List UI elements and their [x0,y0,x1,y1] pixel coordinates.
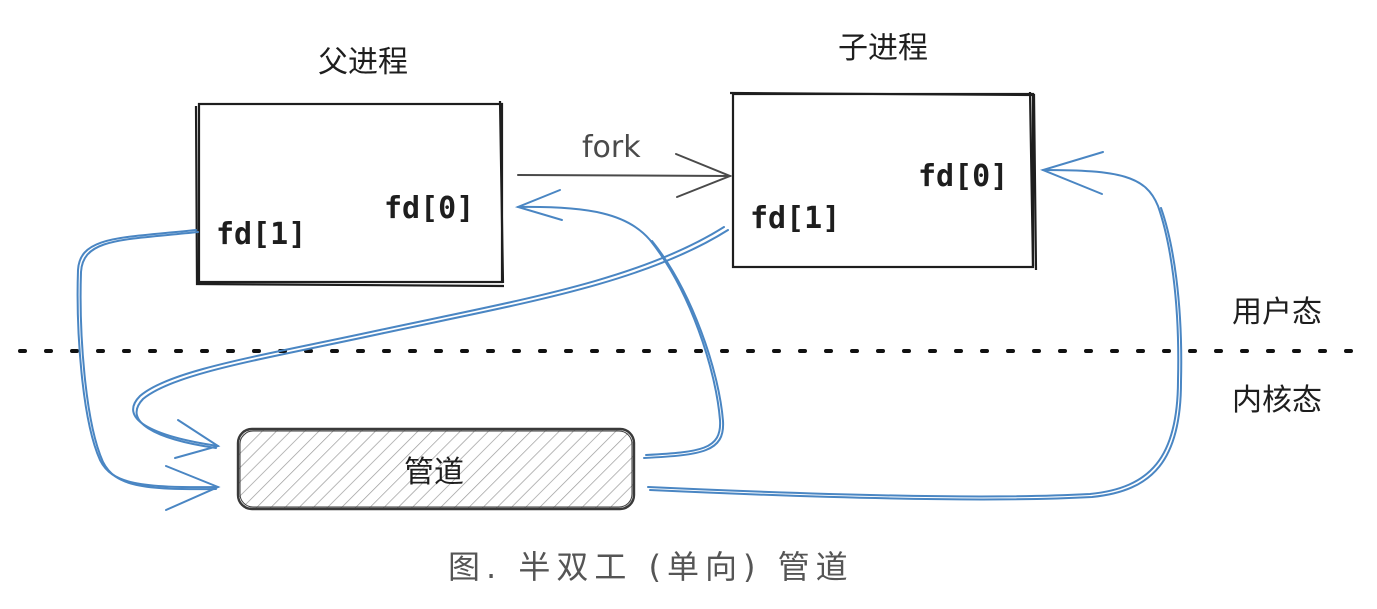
child-process-box [729,91,1038,271]
fork-label: fork [582,130,641,165]
child-fd-write: fd[1] [750,201,840,236]
child-process-title: 子进程 [838,31,928,66]
child-fd-read: fd[0] [918,159,1008,194]
arrow-child-write-to-pipe [132,226,729,459]
parent-fd-read: fd[0] [384,191,474,226]
arrow-parent-write-to-pipe [76,229,221,511]
arrow-pipe-to-child-read [647,151,1183,501]
child-process: 子进程 fd[1] fd[0] [729,31,1038,271]
fork-arrow: fork [517,130,733,198]
kernel-space-label: 内核态 [1232,383,1322,418]
figure-caption: 图. 半双工 (单向) 管道 [448,548,854,586]
parent-fd-write: fd[1] [216,217,306,252]
parent-process: 父进程 fd[1] fd[0] [194,45,505,288]
pipe-body [236,427,636,511]
pipe: 管道 [236,427,636,511]
pipe-label: 管道 [404,455,464,490]
user-space-label: 用户态 [1232,295,1322,330]
user-kernel-divider: 用户态 内核态 [18,295,1362,418]
parent-process-title: 父进程 [318,45,408,80]
arrow-pipe-to-parent-read [514,189,725,459]
parent-process-box [194,100,505,288]
